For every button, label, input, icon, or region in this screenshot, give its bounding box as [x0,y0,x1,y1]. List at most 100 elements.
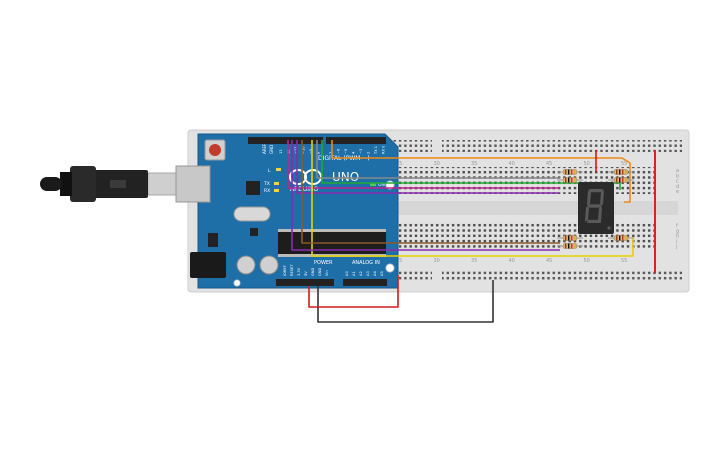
wire-red[interactable] [308,275,399,308]
usb-b-jack [175,165,211,203]
resistors [557,169,634,249]
resistor[interactable] [608,235,634,241]
column-number: 25 [396,258,402,264]
digital-pin-label: ~9 [309,148,313,154]
digital-pin-label: 2 [367,152,371,154]
row-letter: j [675,244,677,250]
wire-orange[interactable] [331,140,631,203]
digital-pin-label: ~11 [294,146,298,154]
resistor[interactable] [608,169,634,175]
row-letter: h [676,234,679,240]
column-number: 35 [471,258,477,264]
row-letter: c [676,179,679,185]
analog-pin-label: A0 [345,271,349,276]
digital-header-left[interactable] [248,137,323,144]
resistor[interactable] [557,243,583,249]
wire-purple-top[interactable] [296,140,558,194]
wire-yellow[interactable] [311,140,634,257]
digital-pin-label: 8 [317,151,321,154]
digital-pin-label: ~5 [344,149,348,154]
segment-g [587,204,602,208]
top-rail-holes-1[interactable] [392,140,432,152]
segment-f [587,190,591,205]
digital-header-right[interactable] [326,137,386,144]
row-letter: i [676,239,677,245]
capacitor-1 [236,255,256,275]
power-header-label: POWER [314,260,333,266]
power-pin-label: IOREF [283,265,287,276]
column-number: 50 [584,161,590,167]
led-rx [274,189,279,192]
usb-chip [246,181,260,195]
column-number: 25 [396,161,402,167]
power-pin-label: GND [311,268,315,276]
led-on-label: ON [378,182,385,188]
digital-pin-label: ~10 [302,146,306,154]
arduino-uno-board[interactable]: ARDUINO UNO DIGITAL (PWM ~) POWER ANALOG… [175,133,399,289]
wire-purple-bottom[interactable] [291,140,560,251]
analog-pin-label: A2 [359,271,363,276]
power-pin-label: GND [318,268,322,276]
power-jack [190,252,226,278]
digital-pin-label: ~6 [337,148,341,154]
segment-c [598,207,602,222]
regulator-chip [208,233,218,247]
column-number: 50 [584,258,590,264]
column-number: 55 [621,161,627,167]
small-chip [250,228,258,236]
row-letter: g [676,228,679,234]
column-number: 45 [546,258,552,264]
segment-b [600,190,604,205]
wire-gray[interactable] [316,140,560,179]
capacitor-2 [259,255,279,275]
usb-cable[interactable] [40,166,179,202]
resistor[interactable] [608,177,634,183]
column-number: 40 [509,161,515,167]
wire-magenta[interactable] [287,140,560,189]
row-letter: b [676,173,679,179]
top-rail-holes-2[interactable] [442,140,682,152]
power-header[interactable] [276,279,334,286]
digital-pin-label: TX 1 [374,146,378,155]
wire-black[interactable] [317,280,494,323]
power-pin-label: 3.3V [297,267,301,276]
terminal-holes-bottom[interactable] [392,222,654,249]
led-tx-label: TX [263,181,270,187]
reset-button[interactable] [209,144,221,156]
column-number: 30 [434,161,440,167]
digital-pin-label: 4 [352,151,356,154]
wire-brown[interactable] [301,140,560,244]
segment-a [589,189,603,193]
row-letter: f [676,223,678,229]
analog-pin-label: A3 [366,271,370,276]
aref-label: AREF [262,143,267,154]
analog-pin-label: A1 [352,271,356,276]
resistor[interactable] [557,235,583,241]
power-pin-label: Vin [325,270,329,276]
analog-pin-label: A5 [380,271,384,276]
seven-segment-display[interactable]: 8 [0,0,614,234]
bottom-rail-holes-2[interactable] [442,270,682,282]
led-rx-label: RX [264,188,270,194]
decimal-point [607,226,611,230]
row-letter: e [676,189,679,195]
bottom-rail-holes-1[interactable] [392,270,432,282]
resistor[interactable] [557,169,583,175]
analog-header-label: ANALOG IN [352,260,380,266]
resistor[interactable] [557,177,583,183]
arduino-logo [289,169,322,185]
led-l [276,168,281,171]
column-number: 35 [471,161,477,167]
power-pin-label: RESET [290,264,294,276]
column-number: 55 [621,258,627,264]
digital-pin-label: 13 [279,149,283,154]
row-letter: a [676,168,679,174]
gnd-label: GND [269,145,274,154]
analog-header[interactable] [343,279,387,286]
digital-pin-label: 7 [329,152,333,154]
